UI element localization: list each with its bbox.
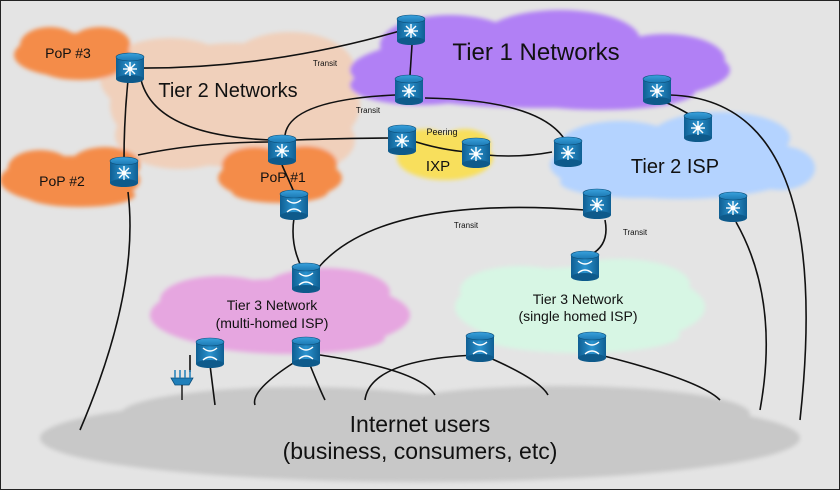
internet-users-label-line1: Internet users bbox=[350, 411, 491, 437]
link-pop2-pop1 bbox=[137, 141, 269, 156]
link-pop1-ixp bbox=[294, 137, 394, 141]
tier1-networks-label: Tier 1 Networks bbox=[452, 39, 619, 66]
tier2isp-right-bottom-router-icon bbox=[719, 192, 747, 222]
pop1-label: PoP #1 bbox=[260, 169, 306, 185]
tier3-single-label-line2: (single homed ISP) bbox=[518, 308, 637, 324]
pop1-switch-icon bbox=[280, 190, 308, 220]
link-ixp-tier2isp bbox=[485, 151, 553, 157]
link-pop2-users bbox=[79, 191, 131, 431]
pop1-router-icon bbox=[268, 135, 296, 165]
access-hub-icon bbox=[170, 370, 194, 400]
pop3-router-icon bbox=[116, 53, 144, 83]
tier3-multi-left-switch-icon bbox=[196, 338, 224, 368]
tier3-single-top-switch-icon bbox=[571, 251, 599, 281]
tier3-single-right-switch-icon bbox=[578, 332, 606, 362]
link-pop3-pop1 bbox=[139, 74, 271, 141]
tier2-isp-label: Tier 2 ISP bbox=[631, 156, 719, 178]
pop3-label: PoP #3 bbox=[45, 45, 91, 61]
tier2isp-right-top-router-icon bbox=[684, 112, 712, 142]
transit-label-pop1-tier1: Transit bbox=[356, 106, 381, 115]
link-tier1-users bbox=[669, 94, 807, 421]
pop2-router-icon bbox=[110, 157, 138, 187]
link-tier1-internal bbox=[409, 44, 413, 76]
link-pop1-switch bbox=[281, 164, 295, 193]
tier3-multi-cloud bbox=[150, 268, 410, 354]
link-pop3-pop2 bbox=[123, 79, 129, 161]
internet-users-label-line2: (business, consumers, etc) bbox=[283, 438, 558, 464]
tier3-multi-label-line1: Tier 3 Network bbox=[227, 297, 319, 313]
tier2-networks-label: Tier 2 Networks bbox=[158, 80, 297, 102]
link-single-router-b bbox=[489, 357, 549, 396]
link-single-router-a bbox=[364, 354, 476, 401]
transit-label-pop3-tier1: Transit bbox=[313, 59, 338, 68]
labels-layer: Tier 1 Networks Tier 2 Networks Tier 2 I… bbox=[39, 39, 719, 464]
ixp-router-left-icon bbox=[388, 125, 416, 155]
pop2-label: PoP #2 bbox=[39, 173, 85, 189]
link-single-router-c bbox=[599, 354, 721, 401]
transit-label-tier2isp-tier3multi: Transit bbox=[454, 221, 479, 230]
transit-label-tier2isp-tier3single: Transit bbox=[623, 228, 648, 237]
tier2isp-left-router-icon bbox=[554, 137, 582, 167]
peering-label: Peering bbox=[426, 127, 457, 137]
link-multi-router-c bbox=[319, 354, 436, 396]
link-tier2isp-tier3multi bbox=[317, 206, 586, 269]
internet-users-cloud bbox=[40, 386, 800, 482]
link-pop3-tier1 bbox=[129, 27, 411, 69]
link-tier1-tier2isp bbox=[424, 97, 566, 141]
tier1-top-router-icon bbox=[397, 15, 425, 45]
pop3-cloud bbox=[14, 27, 130, 80]
link-pop1-tier1 bbox=[284, 94, 396, 136]
tier3-single-cloud bbox=[455, 259, 705, 353]
link-tier2isp-users bbox=[735, 221, 768, 411]
tier3-multi-top-switch-icon bbox=[292, 263, 320, 293]
tier1-middle-router-icon bbox=[395, 75, 423, 105]
pop1-cloud bbox=[218, 146, 342, 203]
ixp-router-right-icon bbox=[462, 138, 490, 168]
tier1-right-router-icon bbox=[643, 75, 671, 105]
link-multi-router-a bbox=[209, 364, 216, 406]
tier3-single-left-switch-icon bbox=[466, 332, 494, 362]
tier3-multi-right-switch-icon bbox=[292, 337, 320, 367]
ixp-label: IXP bbox=[426, 158, 450, 175]
devices-layer bbox=[110, 15, 747, 400]
tier2isp-bottom-router-icon bbox=[583, 189, 611, 219]
link-multi-router-d bbox=[253, 359, 299, 406]
tier3-single-label-line1: Tier 3 Network bbox=[533, 291, 625, 307]
links-layer bbox=[79, 27, 807, 431]
tier3-multi-label-line2: (multi-homed ISP) bbox=[216, 315, 329, 331]
